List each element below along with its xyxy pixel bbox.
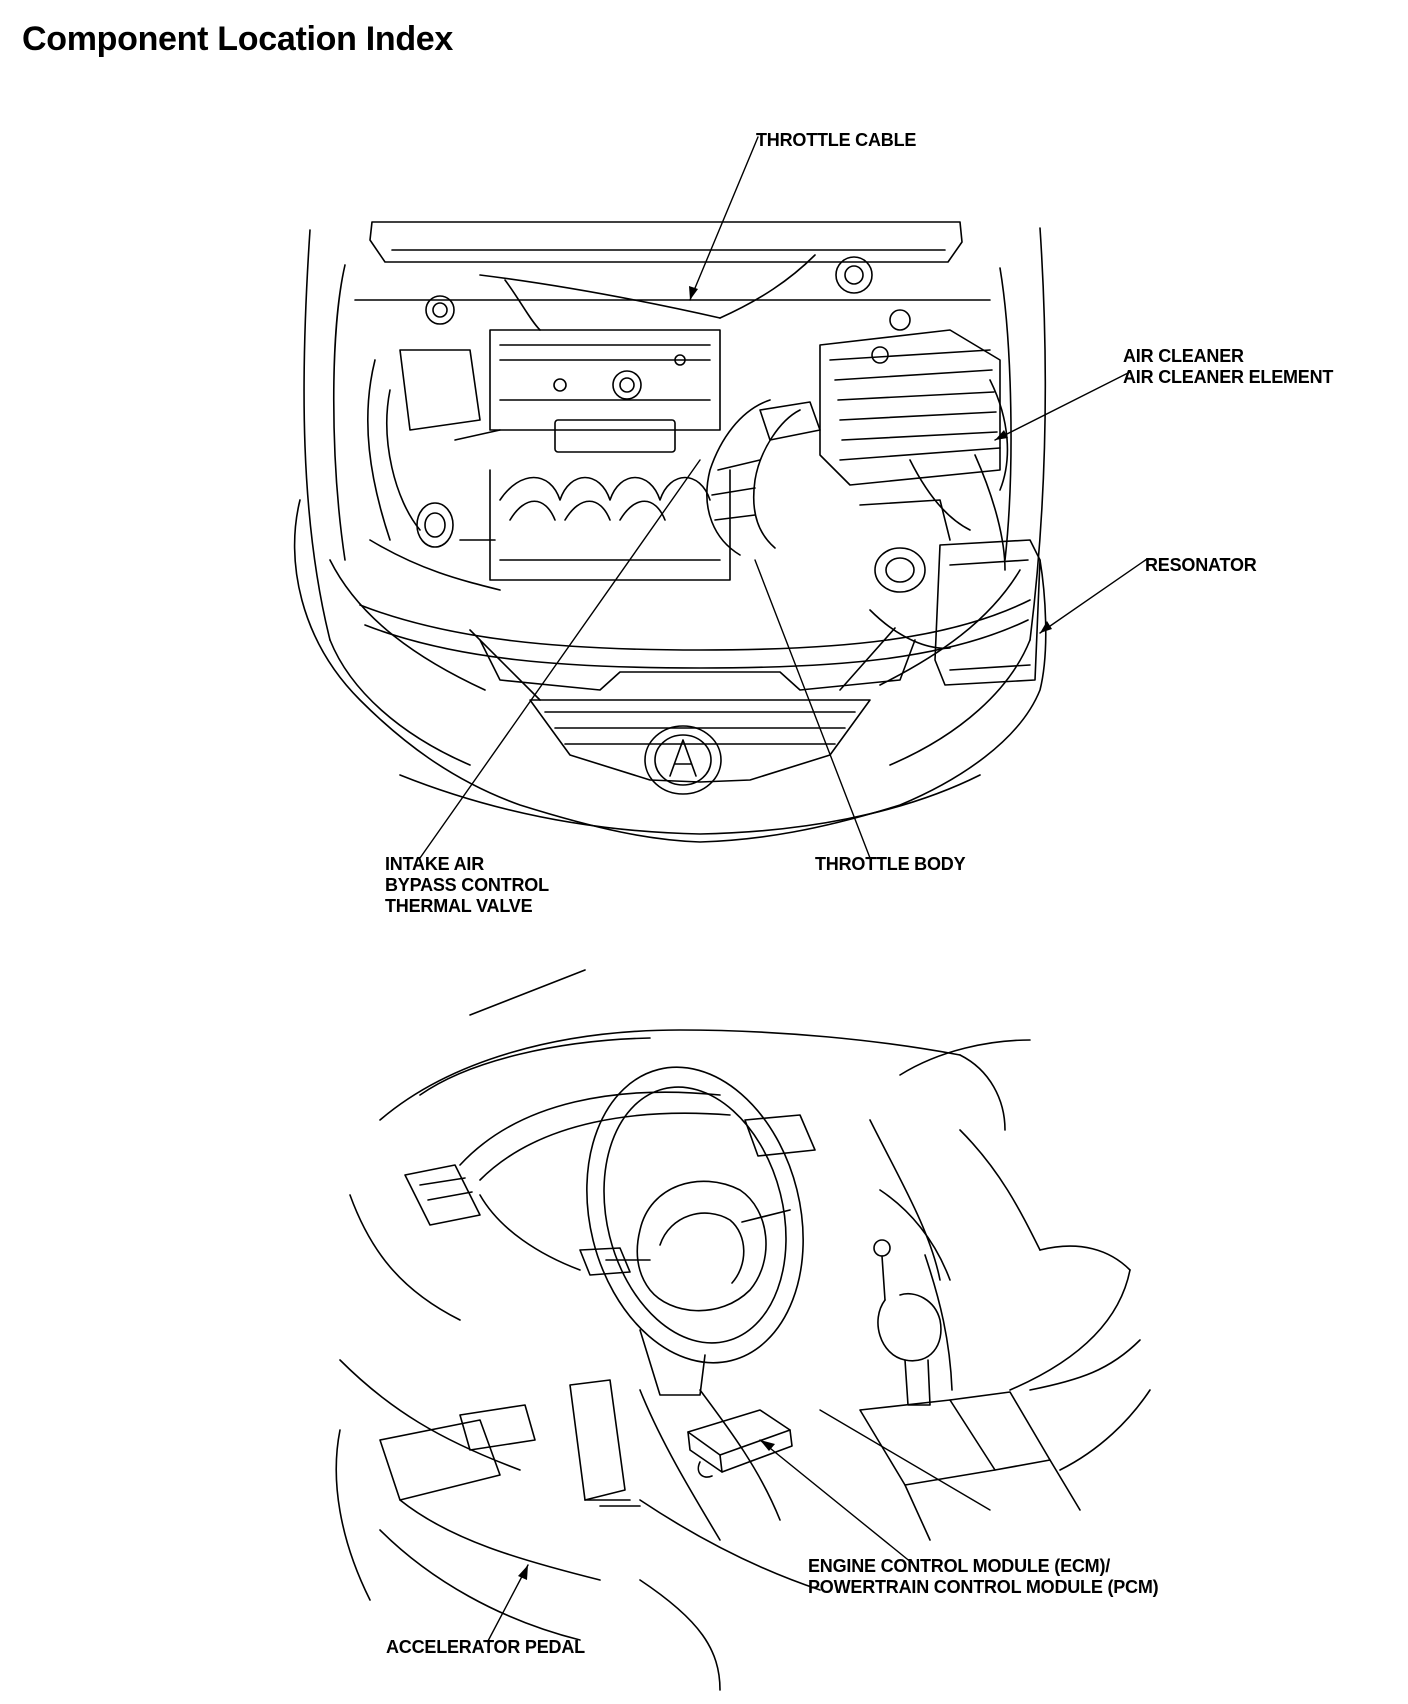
leader-ecm-pcm (760, 1440, 912, 1563)
leader-lines (420, 137, 1147, 1641)
leader-ecm-pcm-2 (820, 1410, 990, 1510)
label-throttle-cable: THROTTLE CABLE (756, 130, 917, 150)
page-title: Component Location Index (22, 20, 454, 58)
label-ecm-pcm-line-1: ENGINE CONTROL MODULE (ECM)/ (808, 1556, 1111, 1576)
interior-illustration (336, 970, 1150, 1690)
leader-air-cleaner (995, 372, 1130, 440)
label-air-cleaner-line-2: AIR CLEANER ELEMENT (1123, 367, 1334, 387)
label-air-cleaner-line-1: AIR CLEANER (1123, 346, 1244, 366)
arrowhead-air-cleaner (995, 430, 1008, 440)
label-intake-air-valve-line-3: THERMAL VALVE (385, 896, 533, 916)
leader-accelerator-pedal (488, 1565, 528, 1641)
arrowhead-ecm-pcm (760, 1440, 775, 1451)
label-intake-air-valve-line-2: BYPASS CONTROL (385, 875, 549, 895)
label-air-cleaner: AIR CLEANER AIR CLEANER ELEMENT (1123, 346, 1333, 388)
label-intake-air-bypass-control-thermal-valve: INTAKE AIR BYPASS CONTROL THERMAL VALVE (385, 854, 549, 917)
leader-throttle-body (755, 560, 870, 858)
engine-bay-illustration (295, 222, 1046, 842)
arrowhead-accelerator-pedal (518, 1565, 528, 1580)
arrowhead-throttle-cable (689, 286, 698, 300)
label-ecm-pcm-line-2: POWERTRAIN CONTROL MODULE (PCM) (808, 1577, 1159, 1597)
leader-resonator (1040, 559, 1147, 633)
arrowhead-resonator (1040, 621, 1052, 633)
label-resonator: RESONATOR (1145, 555, 1257, 575)
label-ecm-pcm: ENGINE CONTROL MODULE (ECM)/ POWERTRAIN … (808, 1556, 1159, 1598)
leader-intake-air-valve (420, 460, 700, 858)
leader-throttle-cable (690, 137, 758, 300)
label-throttle-body: THROTTLE BODY (815, 854, 966, 874)
label-accelerator-pedal: ACCELERATOR PEDAL (386, 1637, 585, 1657)
label-intake-air-valve-line-1: INTAKE AIR (385, 854, 484, 874)
